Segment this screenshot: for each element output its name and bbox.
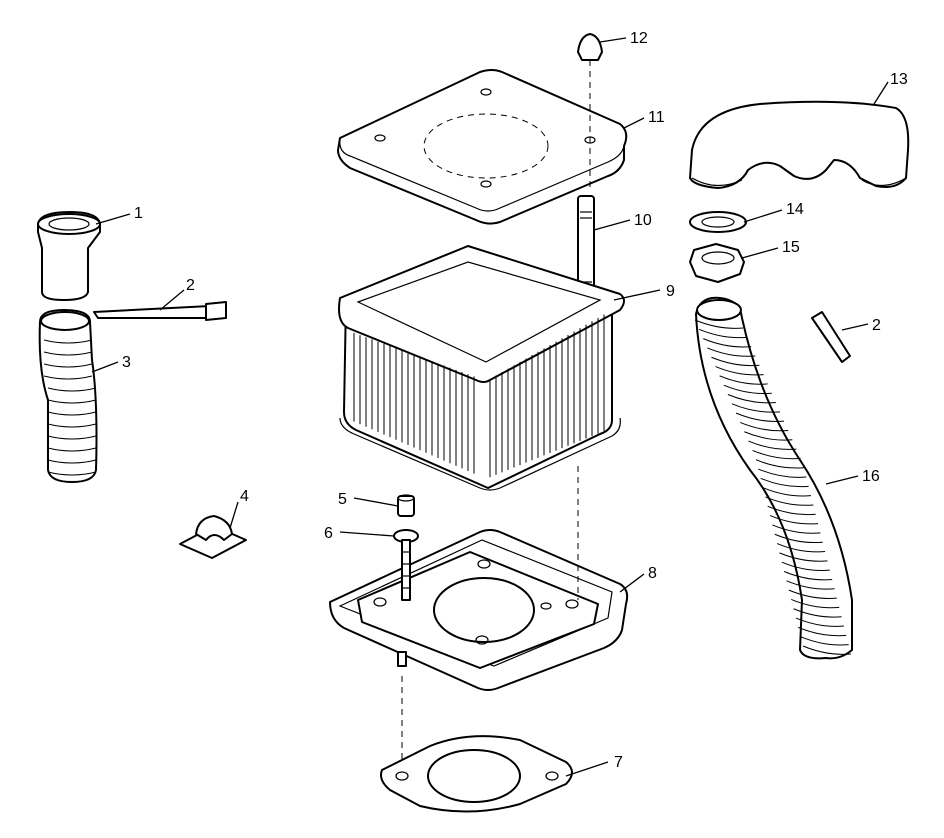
callout-11: 11 xyxy=(648,109,665,126)
base-tray xyxy=(329,466,629,770)
long-flex-hose xyxy=(694,296,853,660)
callout-8: 8 xyxy=(648,565,657,582)
callout-2-left: 2 xyxy=(186,277,195,294)
intake-elbow xyxy=(689,100,910,189)
gasket xyxy=(380,735,573,813)
callout-1: 1 xyxy=(134,205,143,222)
callout-4: 4 xyxy=(240,488,249,505)
callout-13: 13 xyxy=(890,71,908,88)
flat-washer xyxy=(689,211,747,233)
callouts: 1 2 3 4 5 6 7 8 9 10 11 12 13 14 15 2 16 xyxy=(122,30,908,771)
cap-nut xyxy=(577,33,603,190)
hex-nut xyxy=(689,243,745,283)
callout-15: 15 xyxy=(782,239,800,256)
cable-tie-left xyxy=(93,301,227,321)
callout-7: 7 xyxy=(614,754,623,771)
short-flex-hose xyxy=(38,309,98,483)
callout-6: 6 xyxy=(324,525,333,542)
callout-14: 14 xyxy=(786,201,804,218)
callout-2-right: 2 xyxy=(872,317,881,334)
filter-element xyxy=(338,245,625,491)
cable-tie-right xyxy=(811,311,851,363)
bolt-and-washer xyxy=(393,494,419,601)
callout-10: 10 xyxy=(634,212,652,229)
callout-3: 3 xyxy=(122,354,131,371)
callout-9: 9 xyxy=(666,283,675,300)
clip xyxy=(179,515,247,559)
callout-12: 12 xyxy=(630,30,648,47)
reducer-sleeve xyxy=(37,211,101,301)
leader-lines xyxy=(91,37,889,777)
callout-16: 16 xyxy=(862,468,880,485)
top-cover xyxy=(337,69,628,225)
callout-5: 5 xyxy=(338,491,347,508)
